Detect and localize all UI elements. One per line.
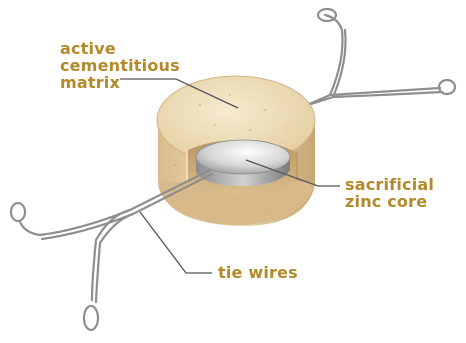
- zinc-core: [196, 140, 290, 186]
- label-matrix-line-1: active: [60, 40, 180, 57]
- tie-wire-right: [300, 9, 455, 108]
- label-matrix-line-3: matrix: [60, 74, 180, 91]
- label-core-line-1: sacrificial: [345, 176, 434, 193]
- label-matrix-line-2: cementitious: [60, 57, 180, 74]
- label-active-cementitious-matrix: active cementitious matrix: [60, 40, 180, 91]
- label-wires-line-1: tie wires: [218, 264, 298, 281]
- label-sacrificial-zinc-core: sacrificial zinc core: [345, 176, 434, 210]
- label-tie-wires: tie wires: [218, 264, 298, 281]
- label-core-line-2: zinc core: [345, 193, 434, 210]
